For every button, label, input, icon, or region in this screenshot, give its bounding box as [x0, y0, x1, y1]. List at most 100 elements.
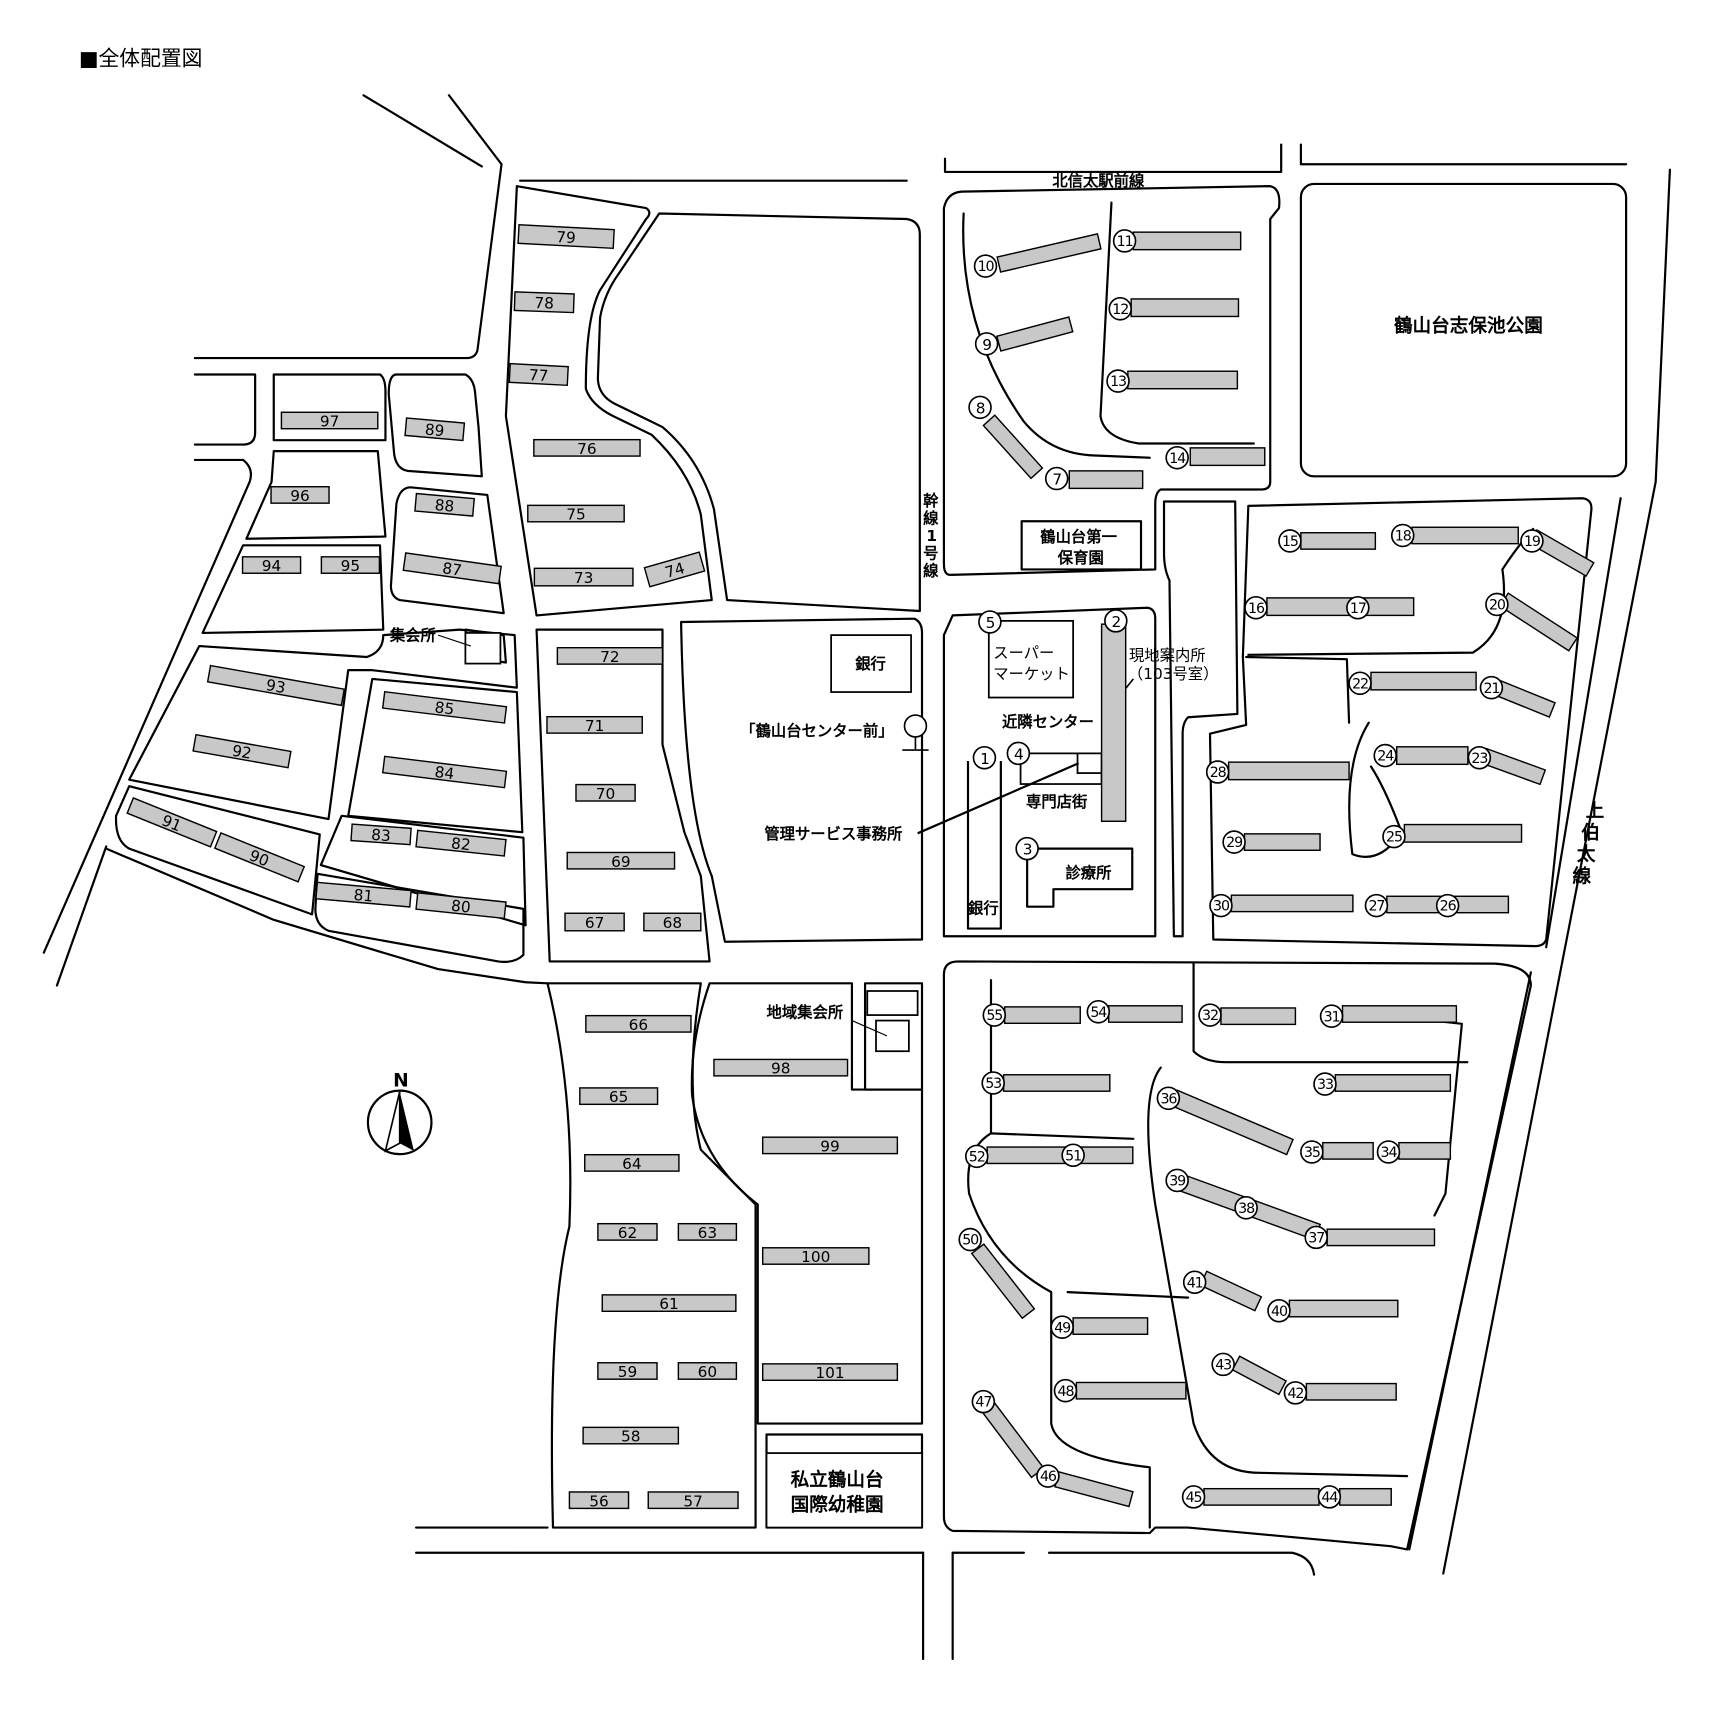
building-98[interactable]: 98: [713, 1058, 849, 1078]
building-number-badge[interactable]: 34: [1376, 1140, 1401, 1164]
building-22[interactable]: [1370, 671, 1477, 691]
building-60[interactable]: 60: [677, 1362, 738, 1381]
building-49[interactable]: [1072, 1317, 1149, 1336]
building-92[interactable]: 92: [192, 733, 292, 769]
building-8[interactable]: [982, 414, 1044, 480]
building-number-badge[interactable]: 19: [1520, 529, 1544, 553]
building-2[interactable]: [1100, 623, 1127, 822]
building-65[interactable]: 65: [579, 1087, 659, 1106]
building-number-badge[interactable]: 9: [974, 332, 999, 356]
building-number-badge[interactable]: 4: [1006, 741, 1031, 766]
building-45[interactable]: [1203, 1487, 1320, 1506]
building-number-badge[interactable]: 45: [1181, 1485, 1206, 1509]
building-number-badge[interactable]: 49: [1050, 1315, 1074, 1339]
building-number-badge[interactable]: 28: [1205, 760, 1230, 784]
building-number-badge[interactable]: 33: [1313, 1072, 1337, 1096]
building-75[interactable]: 75: [527, 504, 625, 524]
building-93[interactable]: 93: [206, 664, 346, 707]
building-59[interactable]: 59: [597, 1362, 658, 1381]
building-97[interactable]: 97: [280, 411, 379, 431]
building-78[interactable]: 78: [513, 291, 575, 314]
building-number-badge[interactable]: 43: [1211, 1352, 1235, 1377]
building-7[interactable]: [1068, 470, 1144, 490]
building-number-badge[interactable]: 29: [1222, 830, 1246, 854]
building-47[interactable]: [981, 1401, 1045, 1479]
building-63[interactable]: 63: [677, 1222, 738, 1242]
building-56[interactable]: 56: [568, 1491, 630, 1510]
building-number-badge[interactable]: 31: [1319, 1004, 1344, 1028]
building-87[interactable]: 87: [402, 552, 502, 585]
building-12[interactable]: [1130, 298, 1240, 318]
building-83[interactable]: 83: [350, 823, 412, 846]
building-89[interactable]: 89: [404, 417, 466, 442]
building-25[interactable]: [1403, 823, 1523, 843]
building-95[interactable]: 95: [320, 556, 381, 575]
building-41[interactable]: [1199, 1270, 1263, 1312]
building-number-badge[interactable]: 37: [1304, 1225, 1328, 1250]
building-number-badge[interactable]: 11: [1112, 229, 1137, 253]
building-72[interactable]: 72: [556, 646, 664, 666]
building-62[interactable]: 62: [597, 1222, 658, 1242]
building-number-badge[interactable]: 36: [1156, 1086, 1181, 1111]
building-82[interactable]: 82: [415, 829, 507, 857]
building-34[interactable]: [1398, 1141, 1452, 1160]
building-94[interactable]: 94: [241, 556, 302, 575]
building-number-badge[interactable]: 8: [968, 395, 992, 420]
building-23[interactable]: [1480, 747, 1547, 786]
building-29[interactable]: [1243, 833, 1321, 851]
building-68[interactable]: 68: [643, 912, 702, 932]
building-18[interactable]: [1411, 526, 1519, 545]
building-67[interactable]: 67: [564, 912, 625, 932]
building-57[interactable]: 57: [647, 1491, 739, 1510]
building-76[interactable]: 76: [533, 438, 641, 458]
building-64[interactable]: 64: [584, 1153, 680, 1173]
building-84[interactable]: 84: [381, 755, 508, 789]
building-42[interactable]: [1305, 1382, 1397, 1401]
building-36[interactable]: [1169, 1089, 1295, 1156]
building-44[interactable]: [1339, 1487, 1392, 1506]
building-77[interactable]: 77: [508, 362, 569, 387]
building-9[interactable]: [995, 316, 1074, 352]
building-number-badge[interactable]: 47: [971, 1389, 996, 1414]
building-14[interactable]: [1189, 447, 1266, 467]
building-54[interactable]: [1108, 1005, 1183, 1023]
building-number-badge[interactable]: 18: [1390, 523, 1415, 548]
building-91[interactable]: 91: [126, 797, 218, 848]
building-number-badge[interactable]: 39: [1165, 1168, 1189, 1193]
building-66[interactable]: 66: [585, 1014, 692, 1034]
building-number-badge[interactable]: 54: [1086, 1000, 1111, 1024]
building-number-badge[interactable]: 51: [1061, 1143, 1085, 1168]
building-number-badge[interactable]: 53: [981, 1071, 1005, 1095]
building-number-badge[interactable]: 25: [1382, 824, 1406, 849]
building-number-badge[interactable]: 2: [1104, 609, 1128, 633]
building-55[interactable]: [1003, 1006, 1081, 1025]
building-number-badge[interactable]: 13: [1106, 369, 1130, 393]
building-number-badge[interactable]: 20: [1485, 592, 1509, 617]
building-88[interactable]: 88: [414, 492, 476, 517]
building-40[interactable]: [1288, 1299, 1399, 1318]
building-number-badge[interactable]: 22: [1348, 671, 1372, 696]
building-number-badge[interactable]: 38: [1234, 1196, 1258, 1220]
building-number-badge[interactable]: 7: [1044, 466, 1069, 491]
building-number-badge[interactable]: 27: [1364, 893, 1389, 918]
building-number-badge[interactable]: 48: [1053, 1378, 1078, 1403]
building-69[interactable]: 69: [566, 851, 676, 871]
building-43[interactable]: [1231, 1355, 1288, 1396]
building-70[interactable]: 70: [575, 783, 636, 803]
building-46[interactable]: [1054, 1471, 1134, 1508]
building-number-badge[interactable]: 24: [1373, 743, 1397, 768]
building-number-badge[interactable]: 15: [1278, 529, 1302, 553]
building-74[interactable]: 74: [643, 551, 706, 588]
building-48[interactable]: [1075, 1381, 1187, 1400]
building-33[interactable]: [1334, 1074, 1452, 1092]
building-80[interactable]: 80: [415, 892, 507, 920]
building-37[interactable]: [1326, 1228, 1436, 1247]
building-number-badge[interactable]: 46: [1036, 1464, 1060, 1488]
building-31[interactable]: [1341, 1005, 1458, 1023]
building-32[interactable]: [1220, 1007, 1297, 1026]
building-50[interactable]: [970, 1243, 1036, 1320]
building-15[interactable]: [1300, 532, 1377, 550]
building-100[interactable]: 100: [761, 1247, 870, 1266]
building-number-badge[interactable]: 17: [1346, 595, 1370, 620]
building-99[interactable]: 99: [761, 1136, 899, 1155]
